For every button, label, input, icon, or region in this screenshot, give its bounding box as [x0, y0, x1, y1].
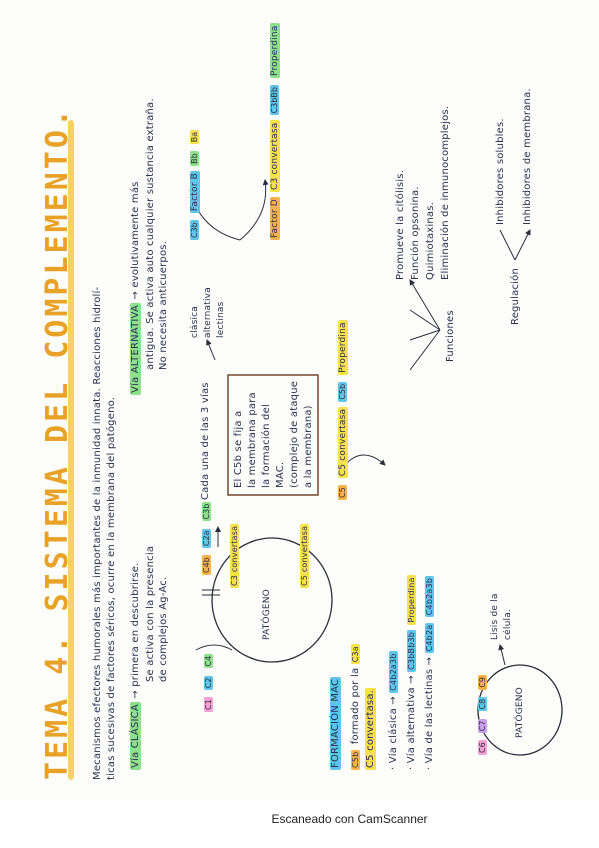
- pathogen-label-lower: PATÓGENO: [515, 687, 525, 738]
- chip-properdin-mac: Properdina: [407, 575, 416, 625]
- regulation-label: Regulación: [510, 268, 521, 325]
- mac-heading: FORMACIÓN MAC: [330, 676, 341, 770]
- properdin-center: Properdina: [338, 320, 348, 375]
- c3-convertase-right: C3 convertasa: [270, 120, 280, 192]
- factor-b-label: Factor B: [190, 170, 200, 214]
- scanned-page: TEMA 4. SISTEMA DEL COMPLEMENTO. Mecanis…: [40, 23, 563, 780]
- factor-b-row: C3b Factor B Bb Ba: [182, 128, 201, 240]
- function-1: Promueve la citólisis.: [395, 169, 406, 280]
- box-line-5: (complejo de ataque: [289, 380, 300, 488]
- three-ways-classic: clásica: [190, 305, 200, 338]
- chip-c9: C9: [478, 674, 487, 690]
- lysis-line-1: Lisis de la: [490, 593, 500, 640]
- functions-label: Funciones: [445, 310, 456, 362]
- c5-convertase-label: C5 convertasa: [300, 523, 309, 588]
- chip-c6: C6: [478, 740, 487, 755]
- chip-c5b-mac: C5b: [351, 749, 360, 770]
- three-ways-lectins: lectinas: [216, 301, 226, 338]
- c5-center-row: C5 C5 convertasa C5b Properdina: [330, 320, 349, 500]
- c4-chip-group: C4b C2a C3b: [194, 500, 213, 575]
- lower-chip-group: C6 C7 C8 C9: [470, 673, 489, 755]
- box-line-3: la formación del: [261, 404, 272, 488]
- mac-via-lectin-row: · Vía de las lectinas → C4b2a C4b2a3b: [424, 574, 435, 770]
- rotated-notes: TEMA 4. SISTEMA DEL COMPLEMENTO. Mecanis…: [40, 23, 563, 780]
- chip-c3b: C3b: [202, 501, 211, 522]
- mac-formed: formado por la: [350, 667, 361, 745]
- c5-convertase-center: C5 convertasa: [338, 406, 348, 479]
- mac-c5conv-row: C5 convertasa.: [365, 687, 376, 770]
- function-2: Función opsonina.: [410, 186, 421, 280]
- chip-c7: C7: [478, 718, 487, 734]
- mac-formed-row: C5b formado por la C3a: [350, 642, 361, 770]
- function-3: Quimiotaxinas.: [425, 201, 436, 280]
- mac-heading-row: FORMACIÓN MAC: [330, 676, 341, 770]
- box-line-2: la membrana para: [247, 392, 258, 488]
- chip-c4b: C4b: [202, 555, 211, 575]
- three-ways-alternative: alternativa: [203, 287, 213, 338]
- box-line-6: a la membrana): [303, 405, 314, 488]
- chip-c3a-mac: C3a: [351, 644, 360, 665]
- c1-chip-group: C1 C2 C4: [196, 652, 215, 712]
- chip-ba: Ba: [190, 129, 199, 145]
- chip-c8: C8: [478, 696, 487, 712]
- three-ways-intro: Cada una de las 3 vías: [200, 382, 211, 500]
- diagram-drawing: [189, 179, 563, 756]
- factor-d-label: Factor D: [270, 197, 280, 240]
- scanner-footer: Escaneado con CamScanner: [271, 812, 428, 826]
- mac-via-alt: · Vía alternativa →: [406, 675, 417, 770]
- chip-c3bbb3b: C3bBb3b: [407, 629, 416, 672]
- chip-c3bbb: C3bBb: [270, 85, 279, 116]
- chip-c4b2a3b: C4b2a3b: [389, 651, 398, 693]
- chip-c4b2a-lectin: C4b2a: [425, 622, 434, 654]
- properdin-right: Properdina: [270, 23, 280, 78]
- chip-c2a: C2a: [202, 528, 211, 549]
- lysis-line-2: célula.: [503, 609, 513, 640]
- box-line-4: MAC.: [275, 461, 286, 488]
- chip-c4b2a3b-lectin: C4b2a3b: [425, 575, 434, 618]
- mac-via-classic-row: · Vía clásica → C4b2a3b: [388, 649, 399, 770]
- mac-via-classic: · Vía clásica →: [388, 696, 399, 770]
- chip-c4: C4: [204, 653, 213, 669]
- mac-c5conv: C5 convertasa.: [365, 687, 376, 770]
- factor-d-row: Factor D C3 convertasa C3bBb Properdina: [262, 23, 281, 240]
- regulation-2: Inhibidores de membrana.: [522, 88, 533, 225]
- chip-c5: C5: [338, 485, 347, 500]
- regulation-1: Inhibidores solubles.: [495, 118, 506, 225]
- chip-c2: C2: [204, 675, 213, 691]
- chip-c1: C1: [204, 697, 213, 712]
- mac-via-alt-row: · Vía alternativa → C3bBb3b Properdina: [406, 573, 417, 770]
- c3-convertase-label: C3 convertasa: [230, 523, 239, 588]
- box-line-1: El C5b se fija a: [233, 410, 244, 488]
- chip-bb: Bb: [190, 151, 199, 166]
- chip-c5b-center: C5b: [338, 381, 347, 402]
- mac-via-lectin: · Vía de las lectinas →: [424, 656, 435, 770]
- function-4: Eliminación de inmunocomplejos.: [440, 105, 451, 280]
- pathogen-label: PATÓGENO: [262, 589, 272, 640]
- chip-c3b-right: C3b: [190, 220, 199, 240]
